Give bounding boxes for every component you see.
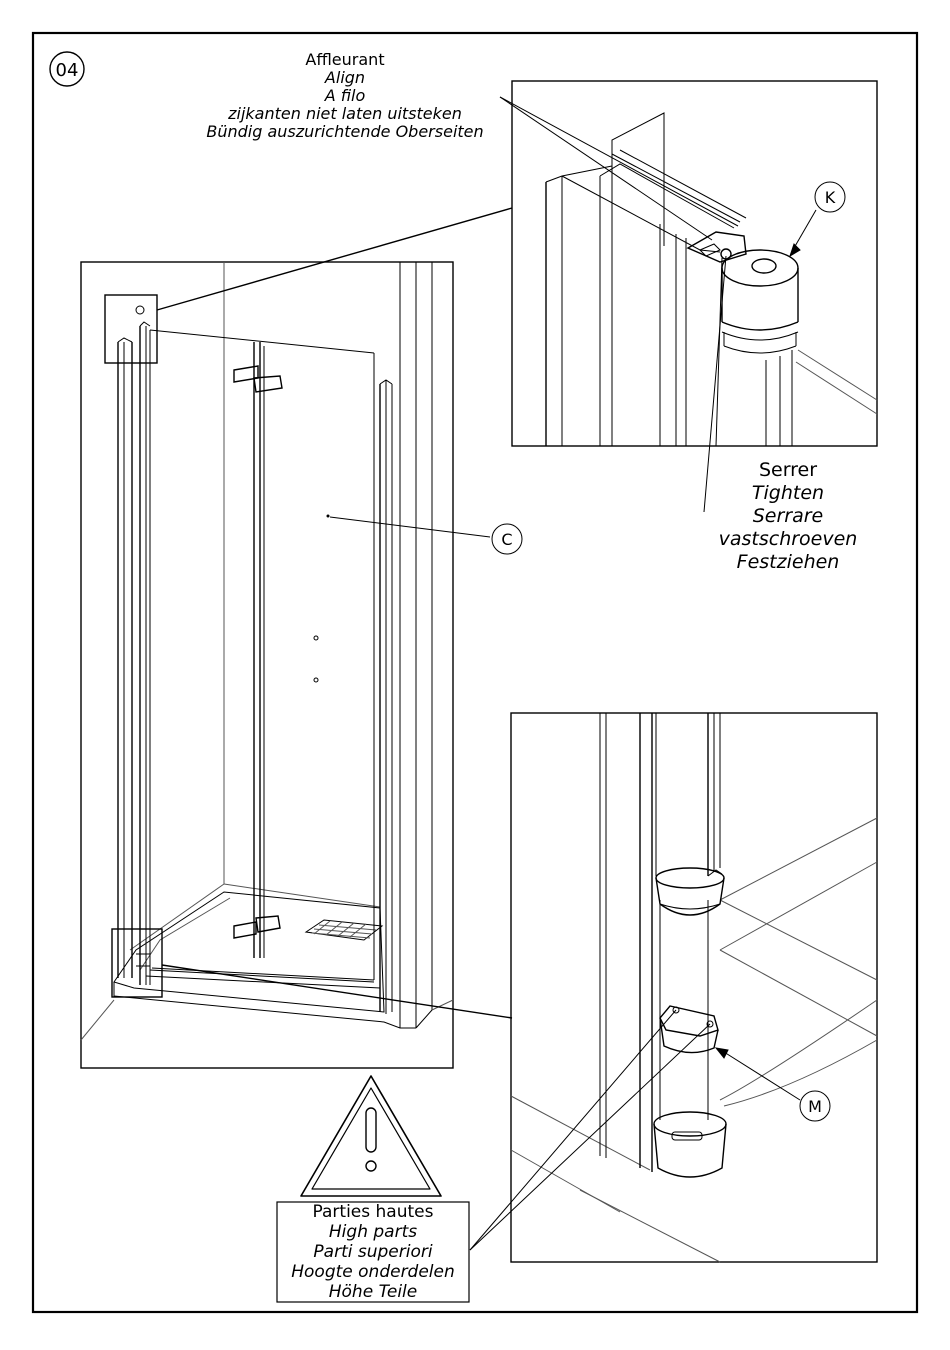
connector-bottom bbox=[162, 965, 512, 1018]
detail-view-top bbox=[512, 81, 877, 446]
callout-k-label: K bbox=[825, 188, 836, 207]
step-number-badge: 04 bbox=[50, 52, 84, 86]
hinge-top bbox=[234, 366, 282, 392]
tighten-note-en: Tighten bbox=[752, 482, 824, 504]
warning-note-it: Parti superiori bbox=[313, 1242, 432, 1262]
hinge-sleeve-upper bbox=[656, 868, 724, 915]
align-note-fr: Affleurant bbox=[305, 50, 384, 69]
detail-box-bottom bbox=[112, 929, 162, 997]
callout-m: M bbox=[716, 1048, 830, 1121]
warning-leader-2 bbox=[470, 1024, 710, 1250]
hinge-knob bbox=[722, 250, 798, 446]
wall-profile-left bbox=[118, 322, 150, 985]
align-note-de: Bündig auszurichtende Oberseiten bbox=[206, 122, 483, 141]
align-leader-1 bbox=[500, 97, 712, 240]
glass-door-panel bbox=[150, 330, 374, 980]
callout-m-label: M bbox=[808, 1097, 822, 1116]
tighten-note-fr: Serrer bbox=[759, 459, 817, 481]
tighten-note-it: Serrare bbox=[753, 505, 824, 527]
warning-leader-1 bbox=[470, 1010, 676, 1250]
tighten-note-nl: vastschroeven bbox=[719, 528, 858, 550]
main-view-frame bbox=[81, 262, 453, 1068]
tighten-note-de: Festziehen bbox=[737, 551, 840, 573]
bottom-pivot-cup bbox=[654, 1112, 726, 1177]
wall-profile-right bbox=[380, 380, 392, 1014]
tighten-note: Serrer Tighten Serrare vastschroeven Fes… bbox=[719, 459, 858, 573]
warning-triangle-icon bbox=[301, 1076, 441, 1196]
warning-note-en: High parts bbox=[329, 1222, 417, 1242]
warning-note-fr: Parties hautes bbox=[313, 1202, 434, 1222]
main-shower-view bbox=[81, 262, 453, 1068]
warning-note-nl: Hoogte onderdelen bbox=[291, 1262, 455, 1282]
detail-top-frame bbox=[512, 81, 877, 446]
hinge-bottom bbox=[234, 916, 280, 938]
align-note-en: Align bbox=[324, 68, 365, 87]
warning-note: Parties hautes High parts Parti superior… bbox=[277, 1202, 469, 1302]
align-note: Affleurant Align A filo zijkanten niet l… bbox=[206, 50, 483, 141]
connector-top bbox=[157, 208, 512, 310]
align-note-it: A filo bbox=[324, 86, 366, 105]
lower-cap bbox=[660, 1006, 718, 1053]
callout-c: C bbox=[492, 524, 522, 554]
drain-grate bbox=[306, 920, 382, 940]
step-number: 04 bbox=[56, 60, 79, 81]
detail-bottom-frame bbox=[511, 713, 877, 1262]
callout-c-label: C bbox=[501, 530, 512, 549]
detail-view-bottom bbox=[511, 713, 877, 1262]
page-frame bbox=[33, 33, 917, 1312]
warning-note-de: Höhe Teile bbox=[329, 1282, 417, 1302]
align-note-nl: zijkanten niet laten uitsteken bbox=[227, 104, 462, 123]
tighten-leader bbox=[704, 256, 726, 512]
detail-box-top bbox=[105, 295, 157, 363]
callout-k: K bbox=[790, 182, 845, 256]
